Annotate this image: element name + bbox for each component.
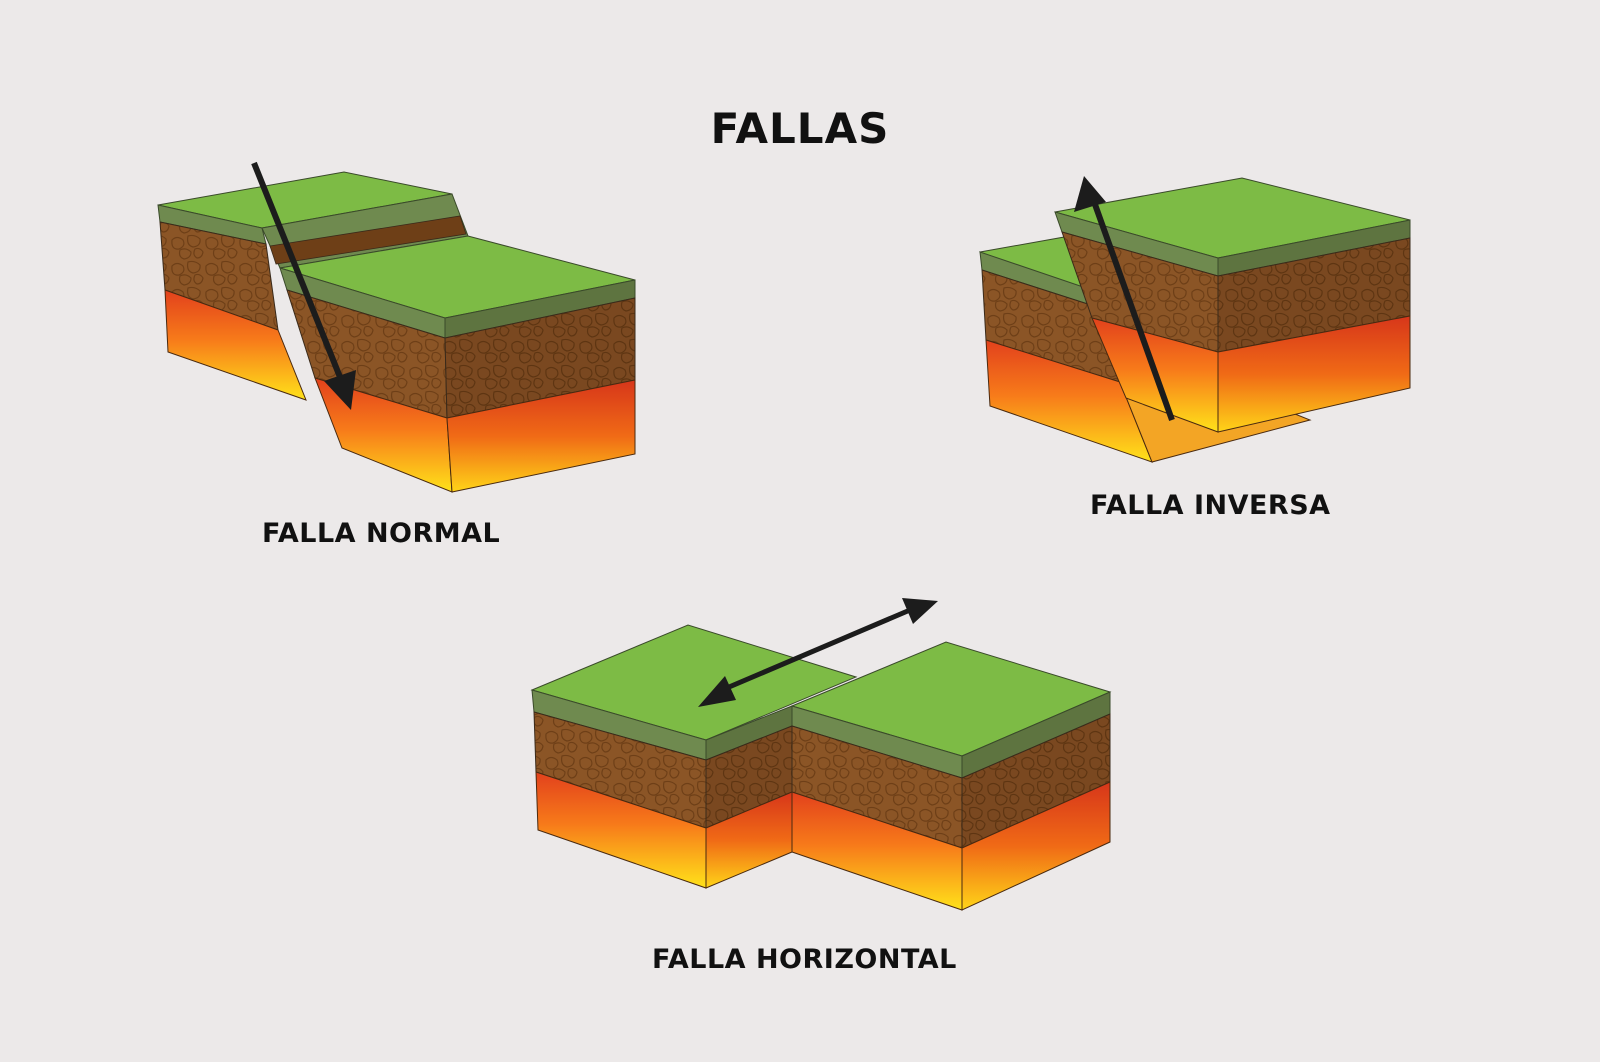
label-strike-slip-fault: FALLA HORIZONTAL bbox=[652, 944, 957, 975]
rev-hangingwall-side-magma bbox=[1217, 315, 1411, 433]
strike-slip-fault-block bbox=[530, 598, 1112, 911]
reverse-fault-arrow bbox=[1089, 194, 1175, 422]
diagram-title: FALLAS bbox=[710, 104, 890, 153]
strike-left-block bbox=[530, 624, 858, 889]
reverse-fault-block bbox=[978, 176, 1411, 463]
right-side-magma bbox=[961, 781, 1111, 911]
strike-arrow-head-left bbox=[698, 676, 736, 707]
fault-scarp-soil bbox=[269, 215, 467, 265]
reverse-arrow-head bbox=[1074, 176, 1106, 212]
footwall-front-magma bbox=[164, 289, 307, 401]
normal-fault-block bbox=[157, 161, 636, 493]
label-reverse-fault: FALLA INVERSA bbox=[1090, 490, 1331, 521]
label-normal-fault: FALLA NORMAL bbox=[262, 518, 501, 549]
hangingwall-side-magma bbox=[446, 379, 636, 493]
normal-fault-arrow bbox=[251, 161, 349, 394]
strike-arrow-head-right bbox=[902, 598, 938, 624]
strike-slip-arrow bbox=[721, 607, 911, 693]
strike-right-block bbox=[790, 641, 1112, 911]
normal-arrow-head bbox=[324, 370, 356, 410]
normal-hangingwall bbox=[279, 235, 636, 493]
normal-footwall bbox=[157, 171, 469, 401]
